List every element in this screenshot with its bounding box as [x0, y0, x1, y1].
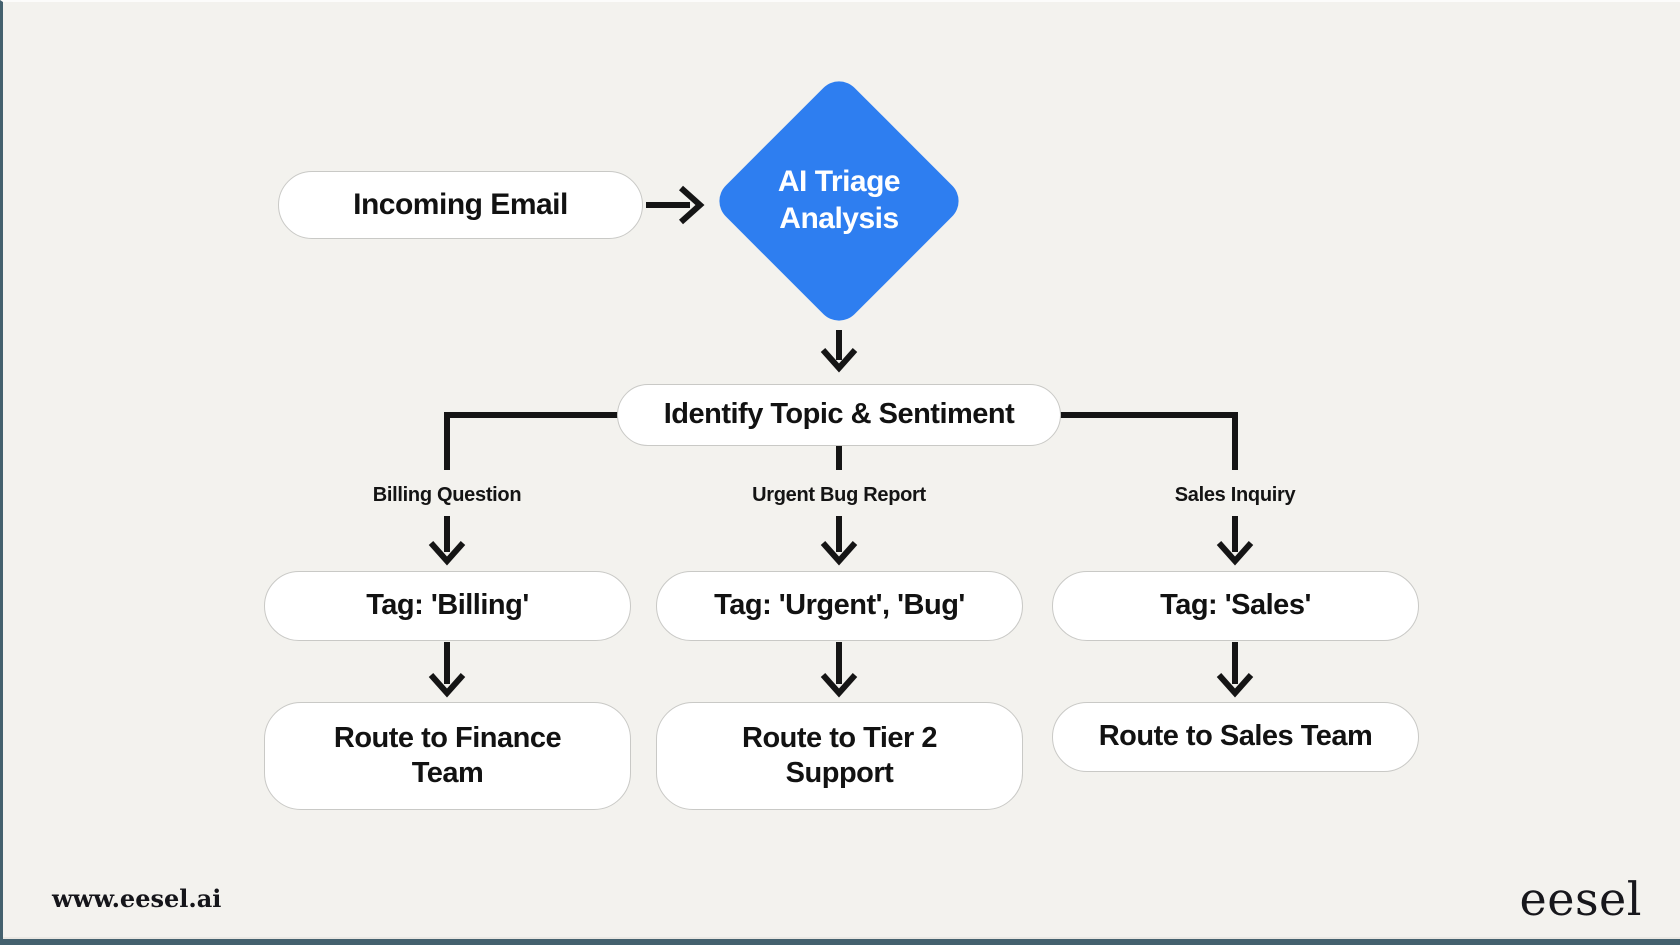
branch-label-urgent-bug-report: Urgent Bug Report: [752, 483, 926, 506]
node-route-finance-team: Route to Finance Team: [264, 702, 631, 810]
node-identify-topic-sentiment: Identify Topic & Sentiment: [617, 384, 1061, 446]
arrowhead-sales-tag-to-route: [1216, 673, 1254, 698]
arrowhead-incoming-to-triage: [678, 185, 705, 225]
node-incoming-email: Incoming Email: [278, 171, 643, 239]
node-tag-urgent-bug: Tag: 'Urgent', 'Bug': [656, 571, 1023, 641]
eesel-logo: eesel: [1519, 872, 1642, 926]
footer-website-url: www.eesel.ai: [52, 884, 222, 913]
arrowhead-triage-to-identify: [820, 348, 858, 373]
node-route-tier2-support: Route to Tier 2 Support: [656, 702, 1023, 810]
arrowhead-bug-tag-to-route: [820, 673, 858, 698]
node-ai-triage-analysis: AI Triage Analysis: [777, 165, 901, 235]
arrowhead-bug-label-to-tag: [820, 541, 858, 566]
branch-label-billing-question: Billing Question: [372, 483, 522, 506]
line-identify-to-billing-branch: [444, 412, 620, 470]
branch-label-sales-inquiry: Sales Inquiry: [1174, 483, 1296, 506]
line-identify-to-sales-branch: [1058, 412, 1238, 470]
node-tag-sales: Tag: 'Sales': [1052, 571, 1419, 641]
node-route-sales-team: Route to Sales Team: [1052, 702, 1419, 772]
node-tag-billing: Tag: 'Billing': [264, 571, 631, 641]
arrowhead-billing-tag-to-route: [428, 673, 466, 698]
arrowhead-sales-label-to-tag: [1216, 541, 1254, 566]
arrowhead-billing-label-to-tag: [428, 541, 466, 566]
